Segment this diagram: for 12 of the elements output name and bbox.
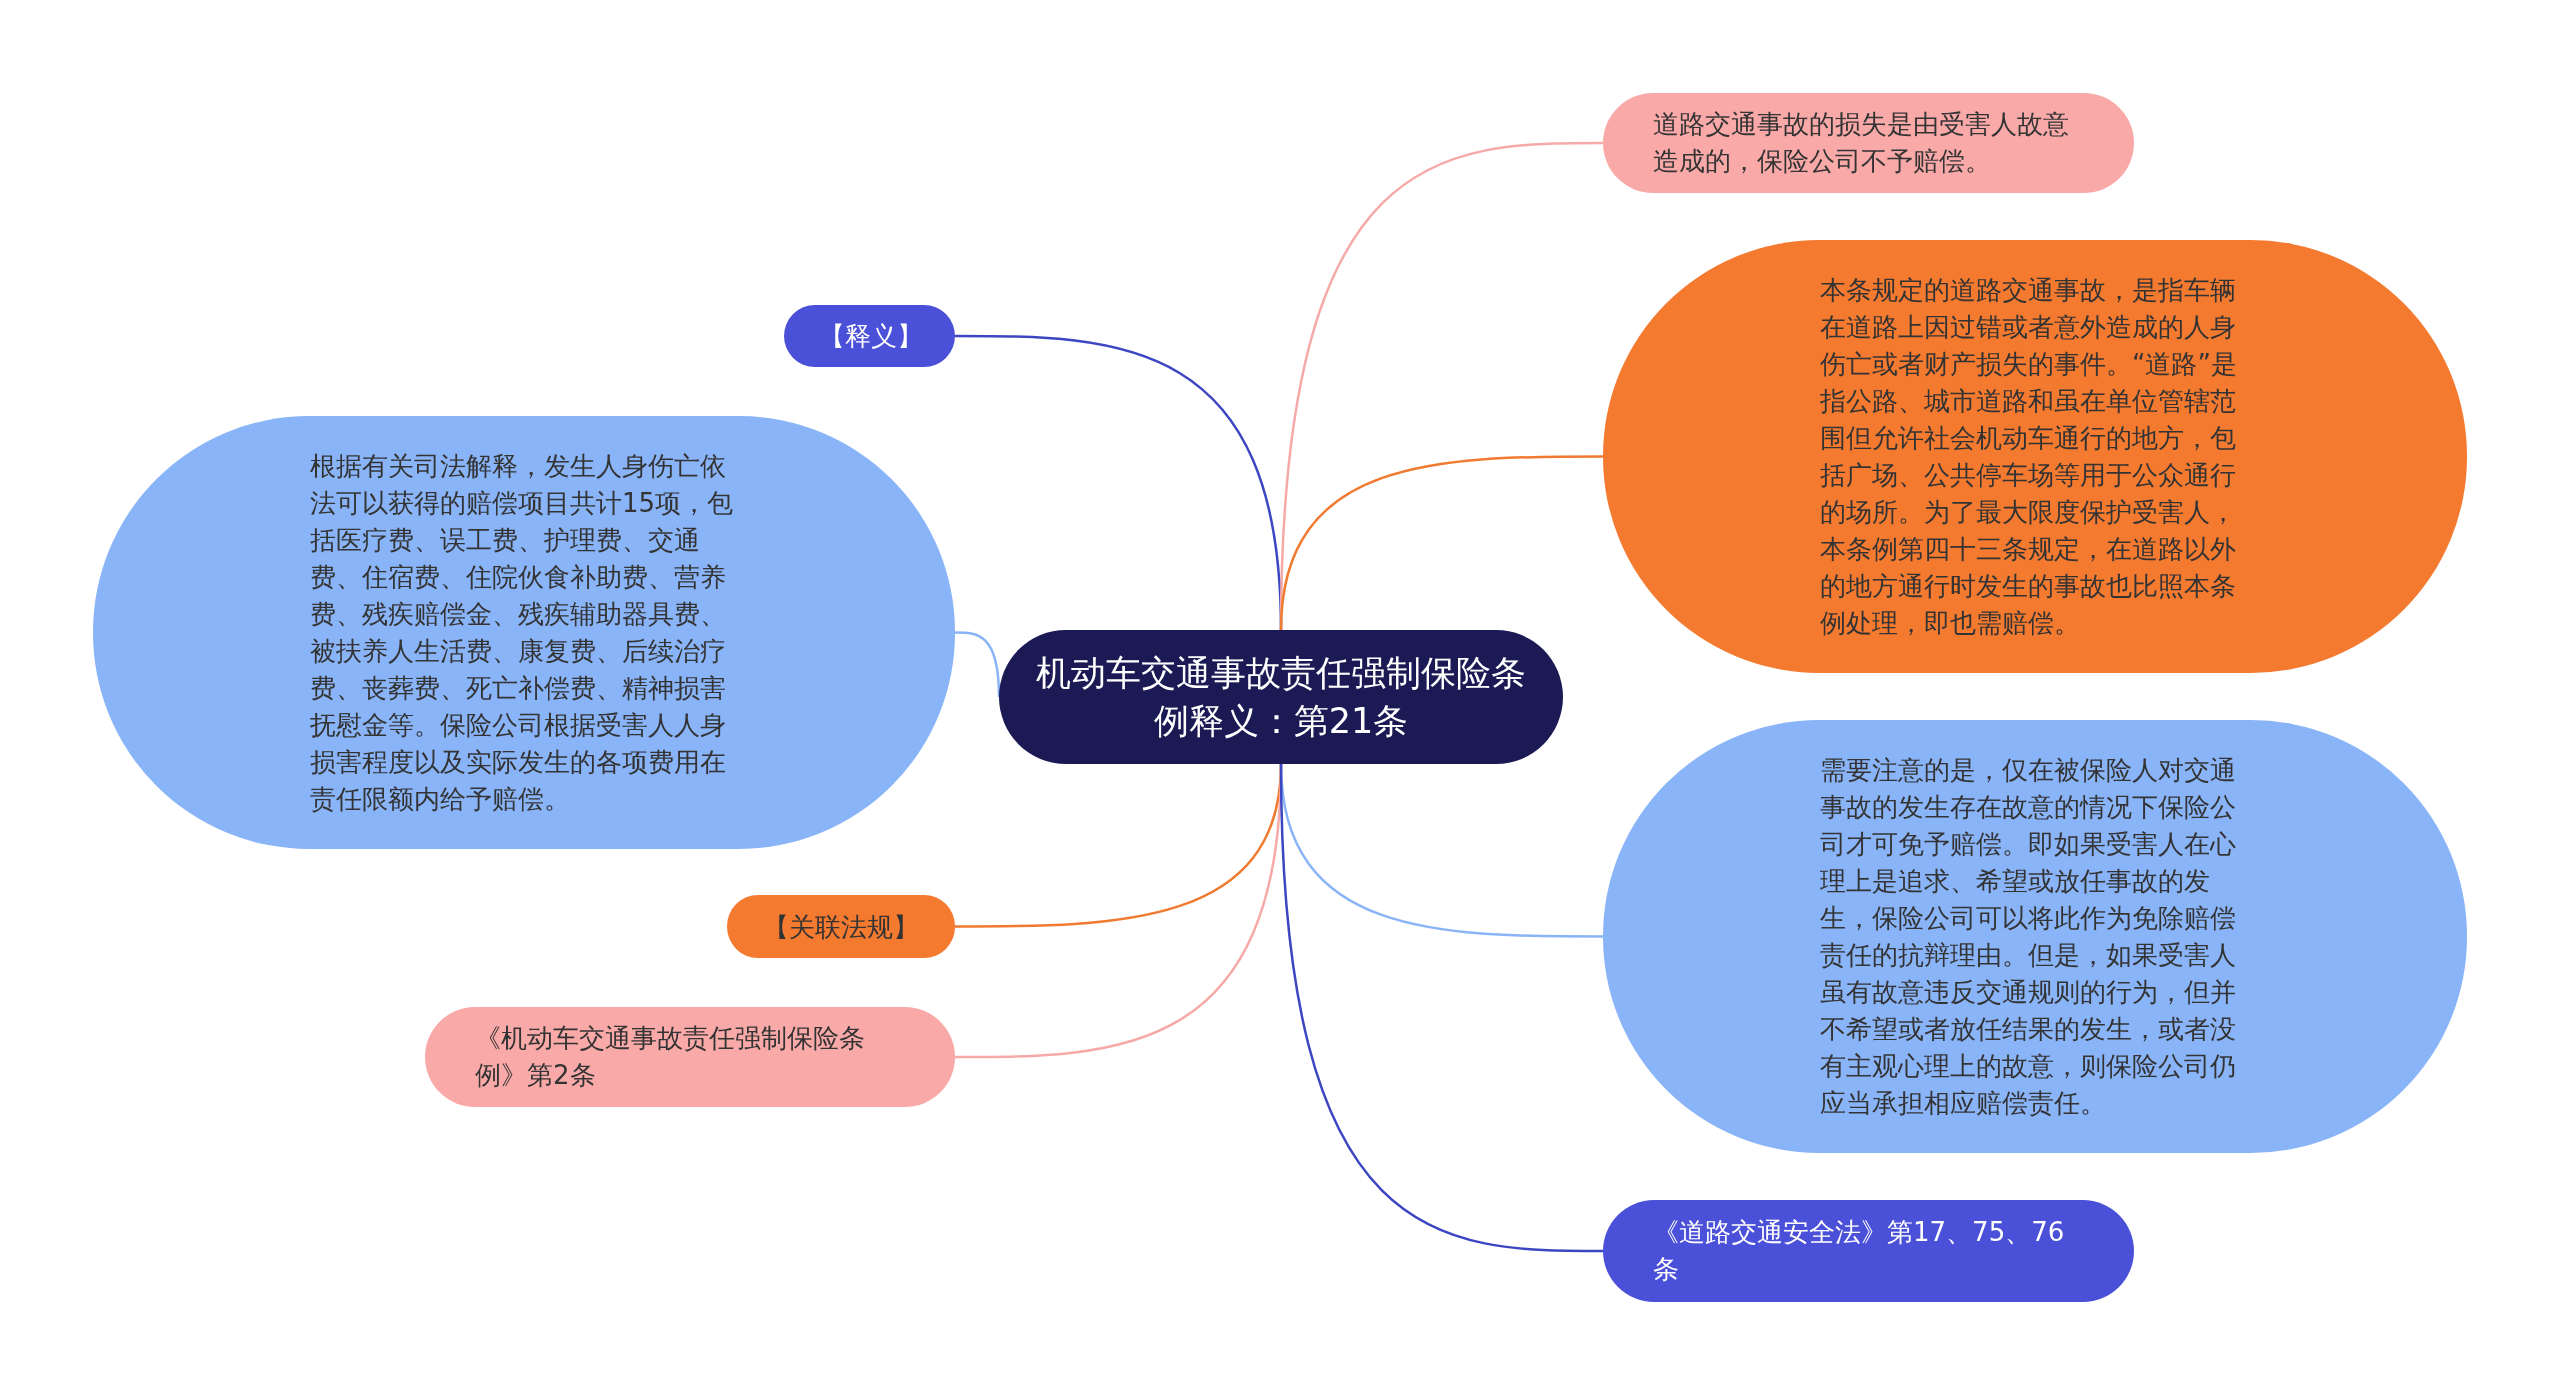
topic-text: 《机动车交通事故责任强制保险条例》第2条 [475,1022,866,1092]
connector-line [1279,455,1603,631]
topic-text: 【释义】 [817,320,924,353]
topic-text: 道路交通事故的损失是由受害人故意造成的，保险公司不予赔偿。 [1653,108,2070,178]
topic-text: 需要注意的是，仅在被保险人对交通事故的发生存在故意的情况下保险公司才可免予赔偿。即如果受害人在心理上是追求、希望或放任事故的发生，保险公司可以将此作为免除赔偿责任的抗辩理由。但是，如果受害人虽有故意违反交通规则的行为，但并不希望或者放任结果的发生，或者没有主观心理上的故意，则保险公司仍应当承担相应赔偿责任。 [1820,753,2237,1120]
topic-text: 本条规定的道路交通事故，是指车辆在道路上因过错或者意外造成的人身伤亡或者财产损失的事件。“道路”是指公路、城市道路和虽在单位管辖范围但允许社会机动车通行的地方，包括广场、公共停车场等用于公众通行的场所。为了最大限度保护受害人，本条例第四十三条规定，在道路以外的地方通行时发生的事故也比照本条例处理，即也需赔偿。 [1820,273,2238,640]
connector-line [1279,763,1603,1253]
topic-text: 《道路交通安全法》第17、75、76条 [1653,1216,2066,1286]
connector-line [955,631,1001,698]
topic-text: 根据有关司法解释，发生人身伤亡依法可以获得的赔偿项目共计15项，包括医疗费、误工费、护理费、交通费、住宿费、住院伙食补助费、营养费、残疾赔偿金、残疾辅助器具费、被扶养人生活费、康复费、后续治疗费、丧葬费、死亡补偿费、精神损害抚慰金等。保险公司根据受害人人身损害程度以及实际发生的各项费用在责任限额内给予赔偿。 [310,449,735,816]
topic-text: 机动车交通事故责任强制保险条例释义：第21条 [1035,652,1527,743]
topic-text: 【关联法规】 [762,910,920,944]
